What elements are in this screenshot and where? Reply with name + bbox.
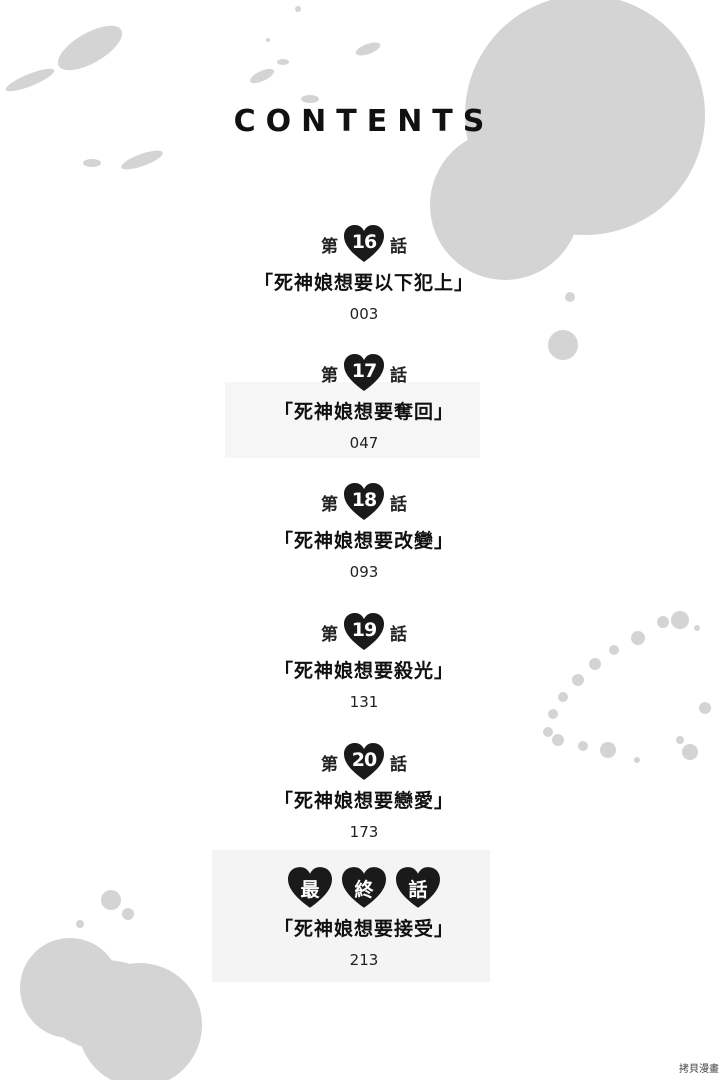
heart-icon: 話 [396,867,440,909]
chapter-page: 003 [349,305,379,323]
chapter-number: 20 [351,749,377,771]
chapter-entry: 第 17 話 「死神娘想要奪回」 047 [0,353,728,452]
chapter-title: 「死神娘想要以下犯上」 [253,272,474,294]
heart-icon: 19 [344,613,384,651]
chapter-prefix: 第 [321,365,338,386]
chapter-entry: 第 19 話 「死神娘想要殺光」 131 [0,612,728,711]
chapter-suffix: 話 [390,236,407,257]
watermark: 拷貝漫畫 [676,1059,722,1076]
chapter-entry: 第 16 話 「死神娘想要以下犯上」 003 [0,224,728,323]
heart-icon: 16 [344,225,384,263]
chapter-page: 173 [349,823,379,841]
chapter-prefix: 第 [321,624,338,645]
final-chapter-entry: 最 終 話 「死神娘想要接受」 213 [0,866,728,969]
chapter-title: 「死神娘想要改變」 [273,530,454,552]
final-char: 話 [408,879,428,901]
heart-icon: 最 [288,867,332,909]
chapter-page: 213 [349,951,379,969]
chapter-suffix: 話 [390,624,407,645]
contents-title: CONTENTS [233,104,495,139]
chapter-suffix: 話 [390,494,407,515]
chapter-page: 047 [349,434,379,452]
chapter-prefix: 第 [321,494,338,515]
final-char: 最 [300,879,320,901]
chapter-page: 131 [349,693,379,711]
chapter-number: 19 [351,619,377,641]
chapter-prefix: 第 [321,754,338,775]
chapter-number: 18 [351,489,377,511]
chapter-suffix: 話 [390,365,407,386]
chapter-number: 17 [351,360,377,382]
chapter-entry: 第 18 話 「死神娘想要改變」 093 [0,482,728,581]
heart-icon: 17 [344,354,384,392]
chapter-title: 「死神娘想要奪回」 [273,401,454,423]
chapter-title: 「死神娘想要戀愛」 [273,790,454,812]
chapter-title: 「死神娘想要接受」 [273,918,454,940]
chapter-page: 093 [349,563,379,581]
heart-icon: 18 [344,483,384,521]
heart-icon: 20 [344,743,384,781]
chapter-suffix: 話 [390,754,407,775]
chapter-entry: 第 20 話 「死神娘想要戀愛」 173 [0,742,728,841]
chapter-title: 「死神娘想要殺光」 [273,660,454,682]
final-char: 終 [354,879,374,901]
chapter-number: 16 [351,231,377,253]
heart-icon: 終 [342,867,386,909]
chapter-prefix: 第 [321,236,338,257]
